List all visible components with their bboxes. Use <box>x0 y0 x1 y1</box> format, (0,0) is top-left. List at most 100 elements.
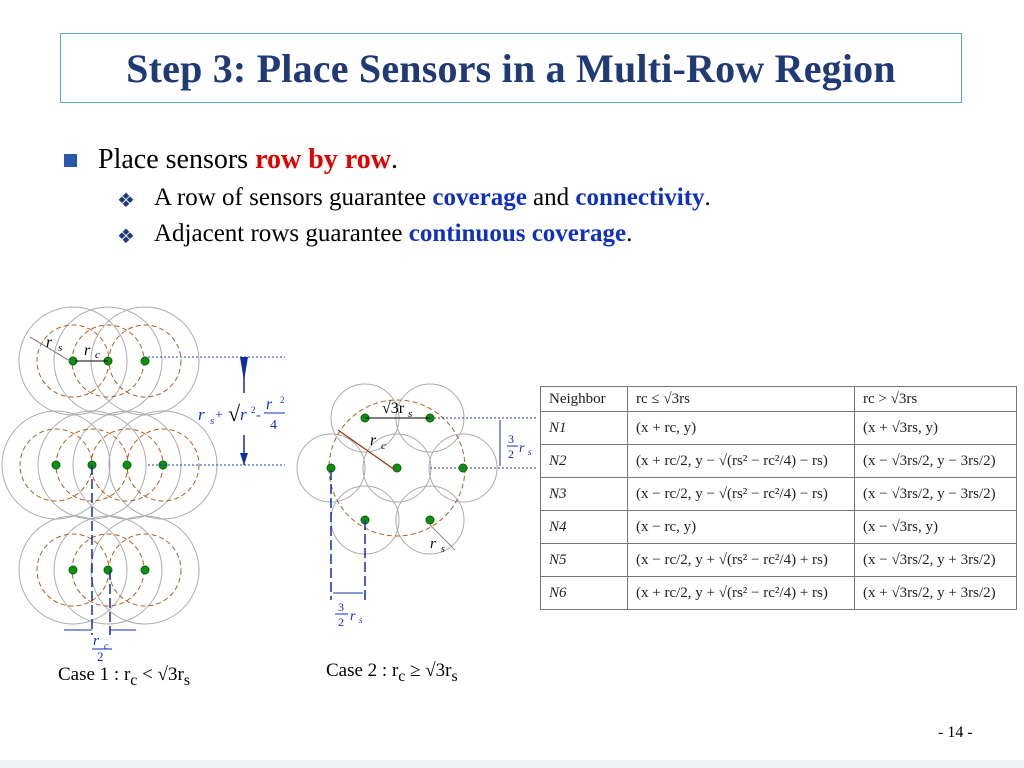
svg-text:4: 4 <box>270 418 277 433</box>
case2-diagram: √3r s r c r s 3 2 r s 3 2 r s <box>296 383 538 629</box>
title-box: Step 3: Place Sensors in a Multi-Row Reg… <box>60 33 962 103</box>
sensor-node <box>158 460 168 470</box>
svg-text:r: r <box>430 536 436 552</box>
bullet-list: Place sensors row by row. ❖ A row of sen… <box>62 142 711 250</box>
bullet-1-end: . <box>390 144 398 175</box>
svg-text:s: s <box>408 408 412 420</box>
sensing-range-circle <box>18 306 128 416</box>
bullet-2-end: . <box>704 184 711 211</box>
table-cell: (x − rc, y) <box>627 510 855 544</box>
table-row: N6(x + rc/2, y + √(rs² − rc²/4) + rs)(x … <box>540 576 1017 610</box>
sensor-node <box>51 460 61 470</box>
table-cell: (x + rc/2, y − √(rs² − rc²/4) − rs) <box>627 444 855 478</box>
svg-text:s: s <box>210 415 214 427</box>
table-row: N1(x + rc, y)(x + √3rs, y) <box>540 411 1017 445</box>
svg-text:c: c <box>381 440 386 452</box>
sensor-node <box>103 565 113 575</box>
sensor-node <box>122 460 132 470</box>
svg-text:r: r <box>266 396 273 413</box>
bullet-1: Place sensors row by row. <box>62 142 711 178</box>
svg-text:s: s <box>359 615 363 625</box>
svg-text:3: 3 <box>508 432 514 446</box>
page-number: - 14 - <box>938 724 973 741</box>
table-cell: N5 <box>540 543 628 577</box>
table-cell: N6 <box>540 576 628 610</box>
table-cell: rc ≤ √3rs <box>627 386 855 412</box>
sensor-node <box>140 565 150 575</box>
bullet-1-text: Place sensors <box>98 144 256 175</box>
case2-caption: Case 2 : rc ≥ √3rs <box>326 660 458 685</box>
table-cell: (x − √3rs/2, y − 3rs/2) <box>854 477 1017 511</box>
svg-text:c: c <box>104 641 109 652</box>
case1-caption: Case 1 : rc < √3rs <box>58 664 190 689</box>
bullet-2-text: A row of sensors guarantee <box>154 184 433 211</box>
bullet-3-highlight: continuous coverage <box>408 220 627 247</box>
bullet-3: ❖ Adjacent rows guarantee continuous cov… <box>62 218 711 250</box>
svg-text:+: + <box>215 408 223 423</box>
square-bullet-icon <box>64 154 77 167</box>
table-cell: Neighbor <box>540 386 628 412</box>
svg-text:r: r <box>93 633 99 649</box>
bullet-2-mid: and <box>526 184 576 211</box>
svg-text:r: r <box>240 405 247 424</box>
sensor-node <box>425 515 435 525</box>
table-cell: (x − √3rs, y) <box>854 510 1017 544</box>
svg-text:r: r <box>519 441 525 456</box>
bullet-1-highlight: row by row <box>255 144 391 175</box>
table-cell: N4 <box>540 510 628 544</box>
sensing-range-circle <box>18 515 128 625</box>
svg-text:√: √ <box>228 401 241 426</box>
table-row: N4(x − rc, y)(x − √3rs, y) <box>540 510 1017 544</box>
svg-text:s: s <box>58 342 62 354</box>
diamond-bullet-icon: ❖ <box>117 226 135 248</box>
svg-text:2: 2 <box>338 615 344 629</box>
table-cell: N2 <box>540 444 628 478</box>
svg-text:r: r <box>198 405 205 424</box>
svg-text:2: 2 <box>508 447 514 461</box>
sensing-range-circle <box>53 306 163 416</box>
bullet-3-end: . <box>626 220 633 247</box>
bullet-2-highlight-2: connectivity <box>575 184 705 211</box>
sensor-node <box>392 463 402 473</box>
rs-label: r <box>46 334 53 351</box>
table-cell: (x + rc/2, y + √(rs² − rc²/4) + rs) <box>627 576 855 610</box>
table-cell: (x − rc/2, y + √(rs² − rc²/4) + rs) <box>627 543 855 577</box>
bullet-2-highlight-1: coverage <box>432 184 527 211</box>
sensing-range-circle <box>428 433 498 503</box>
bullet-2: ❖ A row of sensors guarantee coverage an… <box>62 182 711 214</box>
table-cell: N1 <box>540 411 628 445</box>
sensing-range-circle <box>395 485 465 555</box>
rc-label: r <box>84 342 91 359</box>
svg-text:r: r <box>350 609 356 624</box>
svg-text:c: c <box>95 349 100 361</box>
sensor-node <box>68 565 78 575</box>
case1-diagram: r s r c r s + √ r 2 - r 2 4 r c 2 <box>1 306 285 664</box>
table-cell: (x − √3rs/2, y − 3rs/2) <box>854 444 1017 478</box>
table-cell: (x + √3rs, y) <box>854 411 1017 445</box>
footer-bar <box>0 760 1024 768</box>
case2-annotations: √3r s r c r s 3 2 r s 3 2 r s <box>330 400 538 629</box>
table-cell: (x − rc/2, y − √(rs² − rc²/4) − rs) <box>627 477 855 511</box>
sensing-range-circle <box>90 515 200 625</box>
sensor-node <box>140 356 150 366</box>
svg-text:s: s <box>441 544 445 555</box>
table-cell: N3 <box>540 477 628 511</box>
svg-text:r: r <box>370 432 377 449</box>
svg-text:√3r: √3r <box>382 400 405 417</box>
table-row: N3(x − rc/2, y − √(rs² − rc²/4) − rs)(x … <box>540 477 1017 511</box>
svg-text:2: 2 <box>280 395 285 405</box>
table-row: N5(x − rc/2, y + √(rs² − rc²/4) + rs)(x … <box>540 543 1017 577</box>
svg-text:3: 3 <box>338 600 344 614</box>
table-cell: (x + rc, y) <box>627 411 855 445</box>
svg-text:2: 2 <box>97 649 104 664</box>
table-row: N2(x + rc/2, y − √(rs² − rc²/4) − rs)(x … <box>540 444 1017 478</box>
diamond-bullet-icon: ❖ <box>117 190 135 212</box>
table-cell: rc > √3rs <box>854 386 1017 412</box>
svg-text:s: s <box>528 447 532 457</box>
slide-title: Step 3: Place Sensors in a Multi-Row Reg… <box>126 45 896 91</box>
bullet-3-text: Adjacent rows guarantee <box>154 220 409 247</box>
case1-annotations: r s r c r s + √ r 2 - r 2 4 r c 2 <box>29 334 285 664</box>
table-cell: (x − √3rs/2, y + 3rs/2) <box>854 543 1017 577</box>
